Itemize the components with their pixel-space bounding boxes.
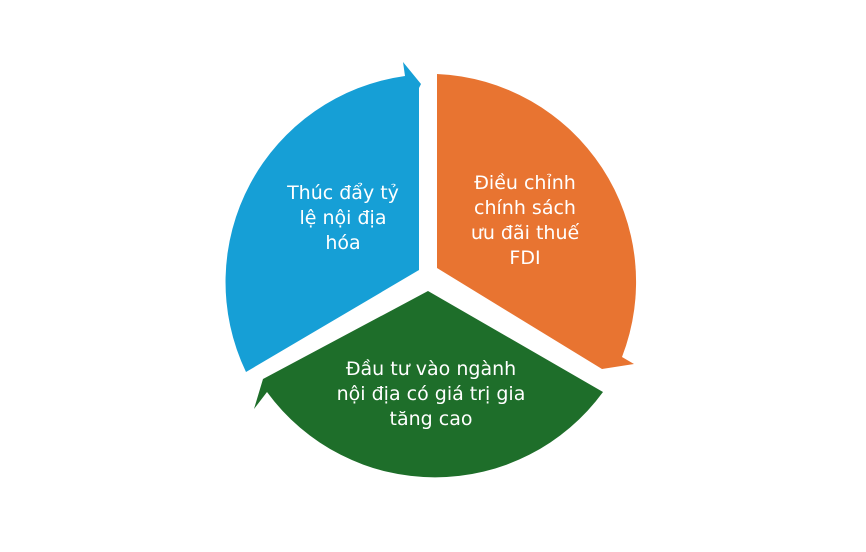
segment-green bbox=[254, 291, 603, 478]
segment-blue bbox=[225, 62, 421, 372]
segment-orange-label: Điều chỉnh chính sách ưu đãi thuế FDI bbox=[470, 172, 580, 269]
segment-blue-label: Thúc đẩy tỷ lệ nội địa hóa bbox=[287, 182, 399, 254]
segment-orange bbox=[437, 74, 637, 369]
segment-green-label: Đầu tư vào ngành nội địa có giá trị gia … bbox=[336, 358, 526, 430]
